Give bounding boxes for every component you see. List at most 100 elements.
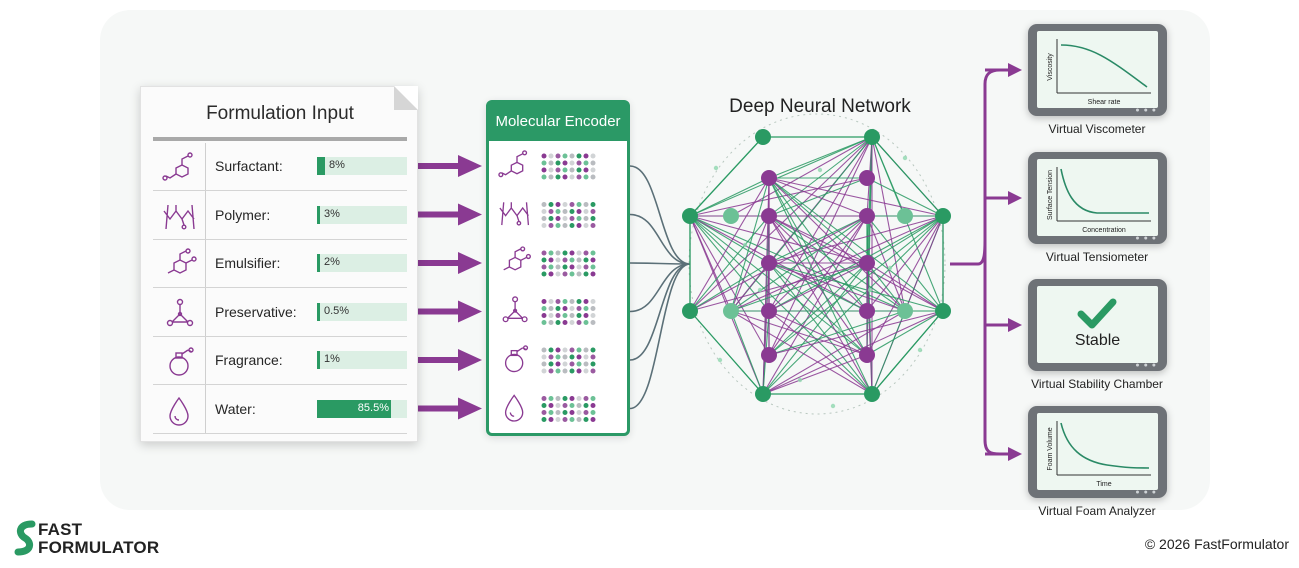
device-indicator-dots: ● ● ● bbox=[1135, 107, 1157, 114]
encoding-dot bbox=[569, 223, 575, 228]
encoding-dot bbox=[590, 361, 596, 367]
encoding-dot bbox=[590, 202, 596, 207]
encoding-dot bbox=[548, 347, 554, 353]
network-edge bbox=[762, 215, 944, 395]
ingredient-label: Preservative: bbox=[215, 303, 297, 320]
network-node bbox=[859, 255, 875, 271]
encoding-dot bbox=[576, 354, 582, 360]
response-curve bbox=[1060, 168, 1149, 214]
percentage-value: 0.5% bbox=[324, 304, 350, 317]
page-fold bbox=[394, 86, 418, 110]
encoding-dot bbox=[548, 306, 554, 311]
preservative-molecule-icon bbox=[166, 298, 194, 326]
encoding-dot bbox=[576, 403, 582, 408]
encoding-dot bbox=[541, 209, 547, 214]
encoding-dot bbox=[562, 313, 568, 318]
encoding-dot bbox=[569, 264, 575, 270]
encoding-dot bbox=[583, 167, 589, 173]
encoding-dot bbox=[590, 257, 596, 263]
input-arrowhead bbox=[458, 300, 482, 323]
water-drop-icon bbox=[504, 394, 524, 422]
encoding-dot bbox=[555, 216, 561, 221]
encoding-dot bbox=[576, 396, 582, 401]
encoding-dot bbox=[583, 313, 589, 318]
instrument-y-label: Surface Tension bbox=[1047, 170, 1054, 220]
encoding-dot bbox=[583, 417, 589, 422]
ingredient-icon bbox=[166, 298, 194, 326]
network-edge bbox=[768, 262, 906, 312]
network-edge bbox=[866, 215, 944, 312]
molecular-encoder-title: Molecular Encoder bbox=[489, 103, 627, 141]
encoding-dot bbox=[576, 271, 582, 277]
encoding-dot bbox=[569, 250, 575, 256]
encoding-dot bbox=[569, 361, 575, 367]
network-edge bbox=[866, 215, 944, 356]
network-edge bbox=[689, 215, 868, 264]
encoding-dot bbox=[562, 202, 568, 207]
title-divider bbox=[153, 137, 407, 141]
network-edge bbox=[730, 262, 868, 312]
encoding-dot bbox=[555, 306, 561, 311]
network-node bbox=[761, 208, 777, 224]
encoding-dot bbox=[541, 223, 547, 228]
encoder-output-line bbox=[629, 263, 691, 410]
stability-status-text: Stable bbox=[1074, 332, 1121, 349]
encoding-dot bbox=[548, 202, 554, 207]
encoding-dot bbox=[569, 403, 575, 408]
encoding-dot bbox=[541, 153, 547, 159]
network-edge bbox=[871, 310, 906, 395]
encoding-dot bbox=[541, 202, 547, 207]
network-ring-edge bbox=[871, 136, 944, 217]
network-node bbox=[935, 303, 951, 319]
encoding-dot bbox=[541, 167, 547, 173]
encoding-dot bbox=[583, 153, 589, 159]
encoding-dot bbox=[541, 403, 547, 408]
input-arrowhead bbox=[458, 252, 482, 274]
encoding-dot bbox=[590, 417, 596, 422]
instrument-y-label: Viscosity bbox=[1047, 53, 1054, 81]
encoding-dot bbox=[590, 368, 596, 374]
network-edge bbox=[689, 177, 770, 312]
network-edge bbox=[768, 177, 944, 312]
output-arrowhead bbox=[1008, 191, 1022, 205]
network-node bbox=[935, 208, 951, 224]
encoder-output-line bbox=[629, 213, 691, 265]
encoding-dot bbox=[590, 167, 596, 173]
encoding-dot bbox=[541, 368, 547, 374]
percentage-bar-fill bbox=[317, 205, 320, 224]
percentage-value: 3% bbox=[324, 207, 340, 220]
encoding-dot bbox=[562, 306, 568, 311]
encoding-dot bbox=[548, 223, 554, 228]
network-node bbox=[864, 386, 880, 402]
instrument-x-label: Time bbox=[1096, 481, 1111, 488]
network-edge bbox=[762, 262, 868, 395]
network-edge bbox=[730, 310, 873, 395]
encoding-dot bbox=[583, 396, 589, 401]
encoding-dot bbox=[548, 417, 554, 422]
encoding-dot bbox=[541, 354, 547, 360]
encoding-dot bbox=[590, 396, 596, 401]
encoding-dot bbox=[541, 264, 547, 270]
network-node bbox=[723, 303, 739, 319]
percentage-bar-track: 85.5% bbox=[317, 399, 407, 418]
encoding-dot bbox=[548, 410, 554, 415]
formulation-input-card: Formulation Input Surfactant:8%Polymer:3… bbox=[140, 86, 418, 442]
encoding-dot bbox=[576, 216, 582, 221]
encoding-dot bbox=[576, 202, 582, 207]
ingredient-row: Water:85.5% bbox=[153, 386, 407, 434]
encoding-dot bbox=[569, 160, 575, 166]
encoding-dot bbox=[590, 216, 596, 221]
network-edge bbox=[689, 262, 868, 312]
ingredient-row: Emulsifier:2% bbox=[153, 240, 407, 288]
device-indicator-dots: ● ● ● bbox=[1135, 489, 1157, 496]
ingredient-icon bbox=[162, 152, 193, 181]
neural-network-title: Deep Neural Network bbox=[729, 96, 911, 117]
input-arrowhead bbox=[458, 397, 482, 420]
encoding-dot bbox=[569, 320, 575, 325]
network-node bbox=[761, 170, 777, 186]
encoding-dot bbox=[555, 153, 561, 159]
encoding-dot bbox=[583, 361, 589, 367]
